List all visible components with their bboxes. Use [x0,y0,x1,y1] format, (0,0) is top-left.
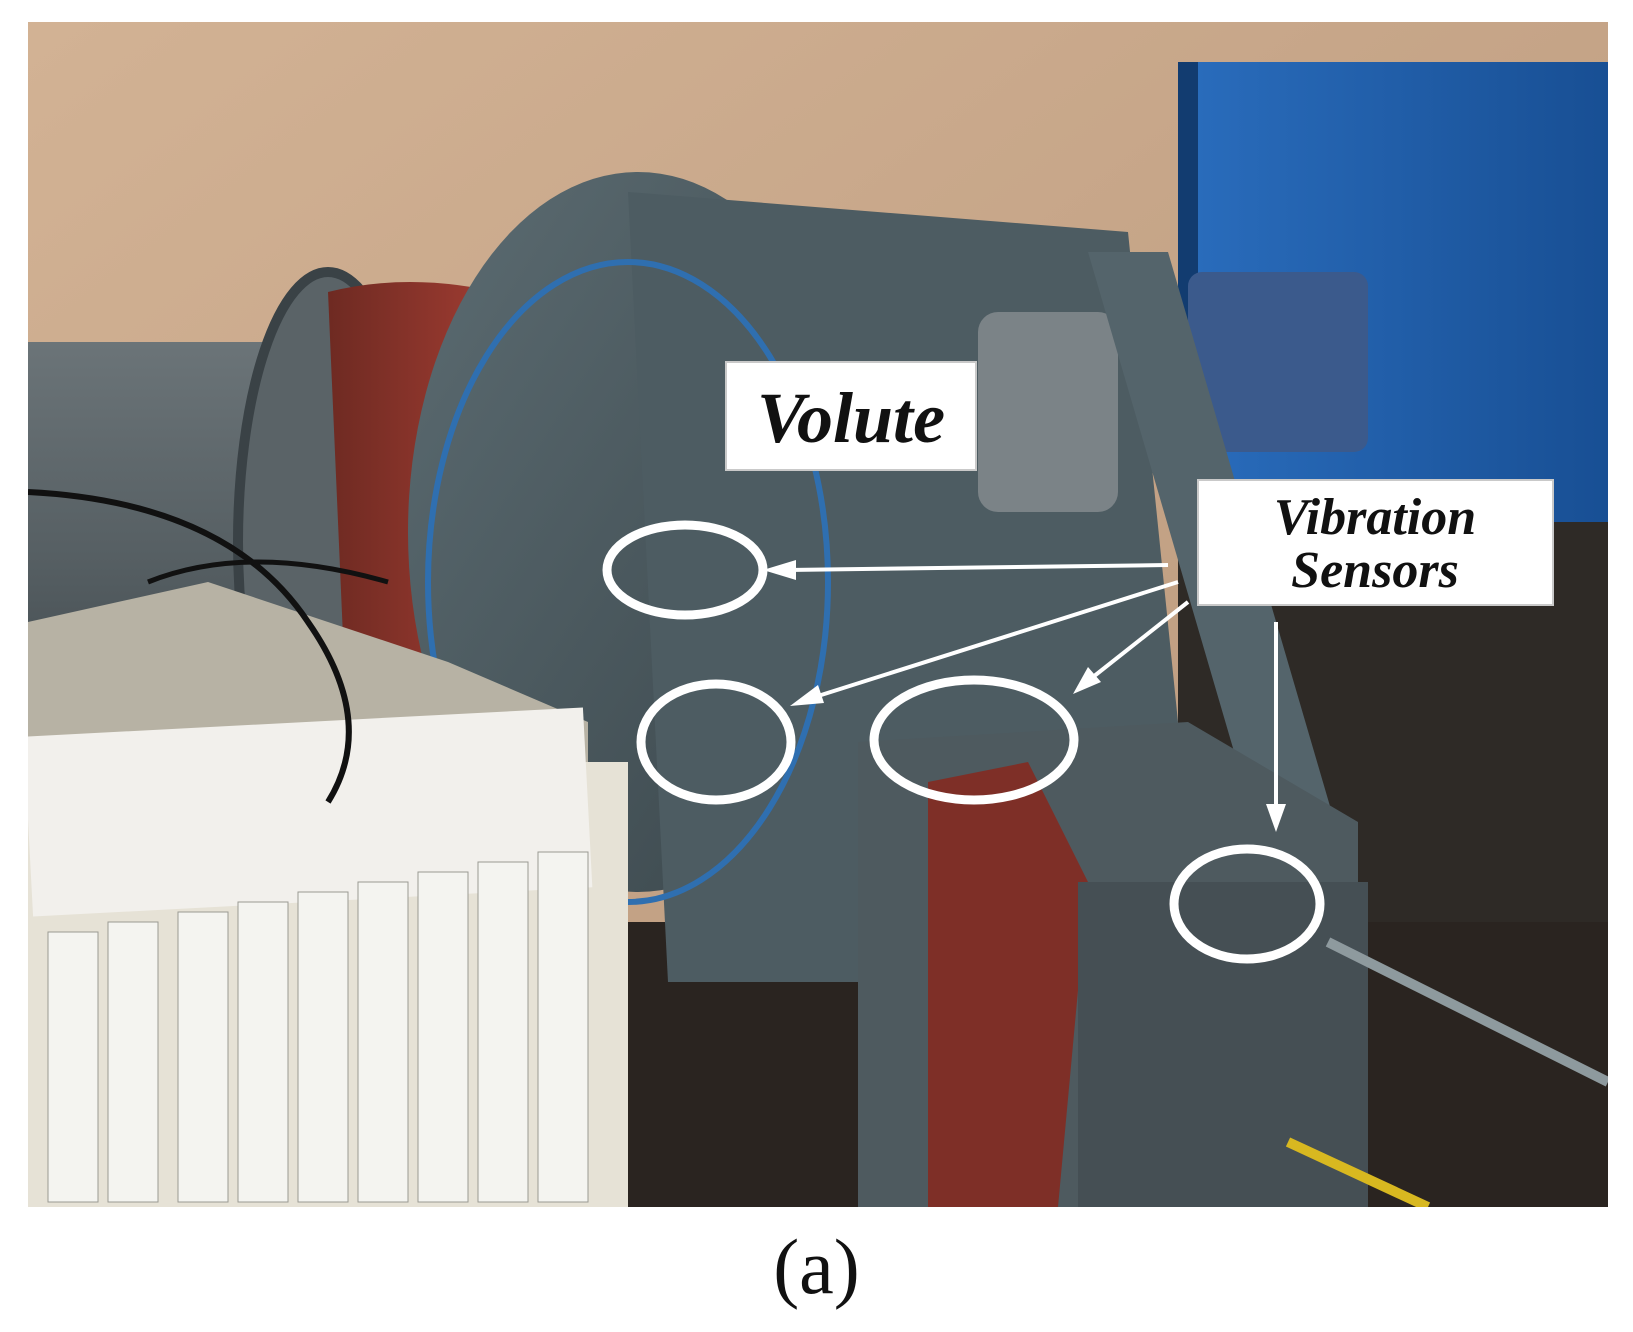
sensor-ring-4 [1169,844,1325,964]
red-cover [928,762,1088,1207]
arrows [763,560,1286,832]
motor [978,312,1118,512]
daq-modules [47,851,589,1203]
figure-caption: (a) [773,1223,860,1310]
volute-label: Volute [725,361,977,471]
gray-rod [1325,937,1608,1087]
paper-sheet [28,707,593,917]
cable-2 [147,559,389,585]
volute-label-text: Volute [757,378,945,458]
test-rig-photo: Volute Vibration Sensors [28,22,1608,1207]
sensor-ring-2 [636,679,796,805]
sensor-ring-3 [869,675,1079,805]
yellow-rod [1285,1137,1431,1207]
vibration-label-line1: Vibration [1274,489,1476,546]
small-motor [1188,272,1368,452]
cable-1 [28,489,352,804]
vibration-label-line2: Sensors [1291,542,1459,599]
vibration-sensors-label: Vibration Sensors [1197,479,1554,606]
